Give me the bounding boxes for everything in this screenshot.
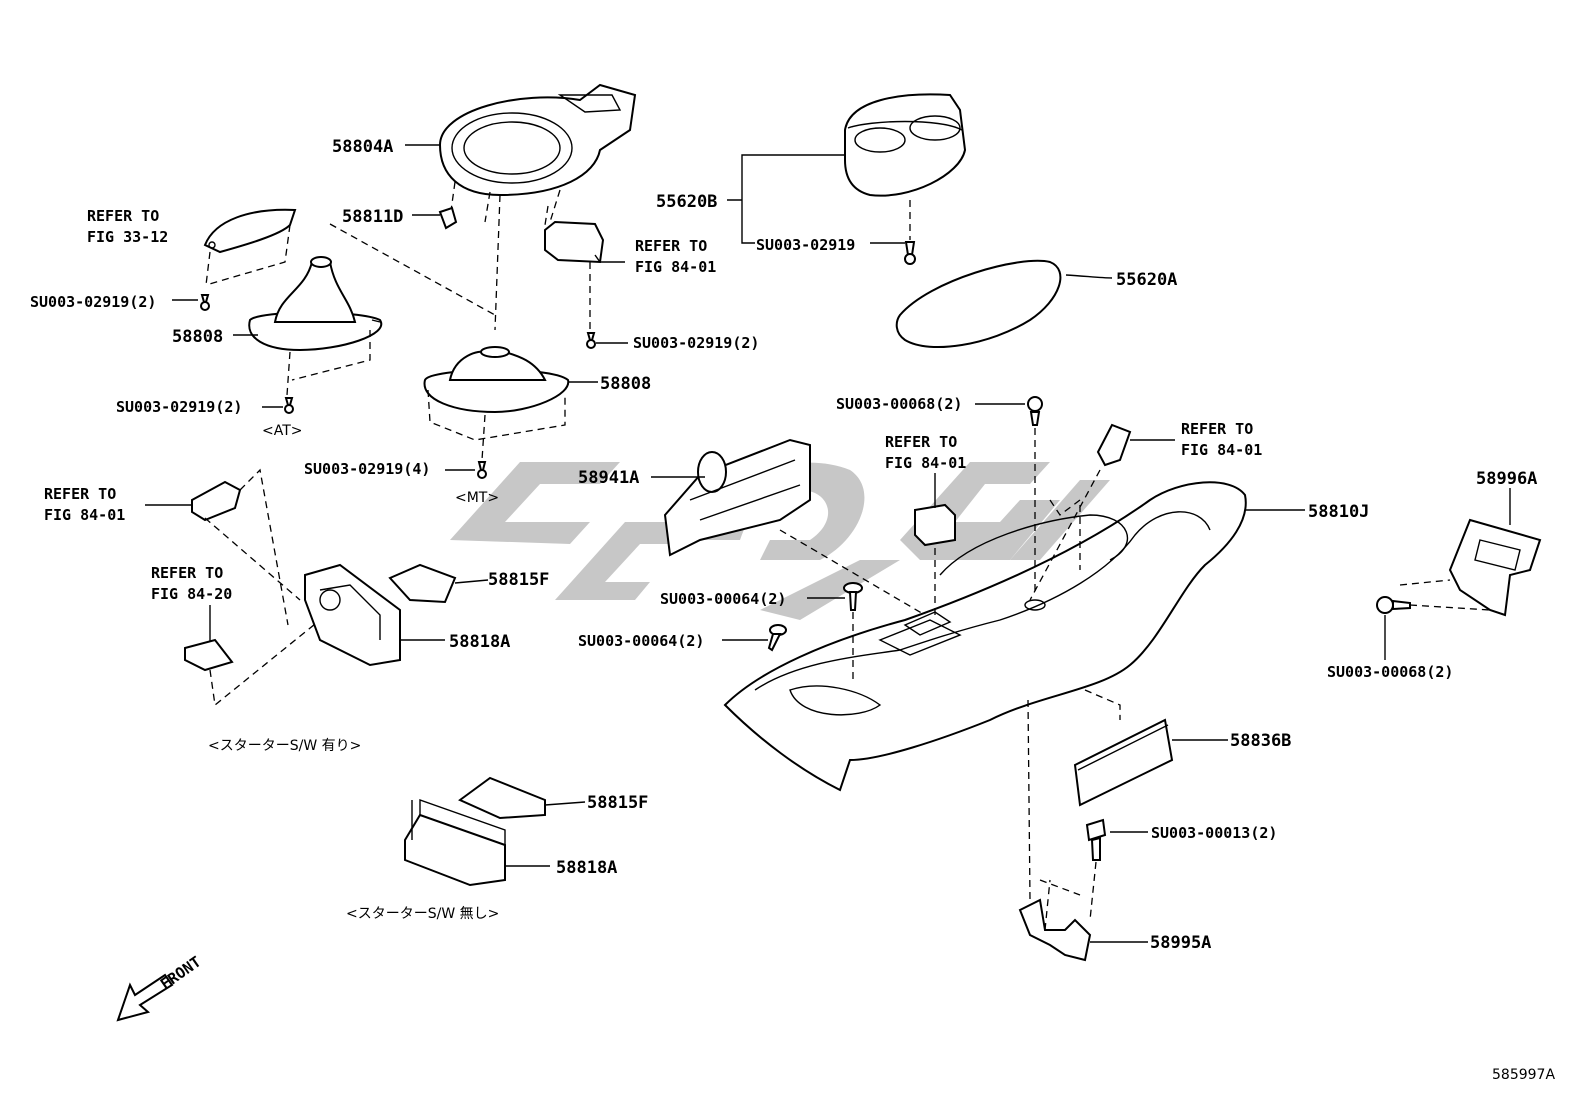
label-58941A: 58941A	[578, 468, 639, 488]
ref4-line2: FIG 84-01	[1181, 441, 1262, 459]
label-58996A: 58996A	[1476, 469, 1537, 489]
cupholder-55620B	[844, 93, 967, 265]
ref4-line1: REFER TO	[1181, 420, 1253, 438]
ref5-line2: FIG 84-20	[151, 585, 232, 603]
switch-fig-84-20	[184, 638, 234, 672]
label-58810J: 58810J	[1308, 502, 1369, 522]
label-55620B: 55620B	[656, 192, 717, 212]
switch-fig-84-01-b	[191, 480, 242, 522]
ref3-line2: FIG 84-01	[885, 454, 966, 472]
ref6-line1: REFER TO	[44, 485, 116, 503]
ref6-line2: FIG 84-01	[44, 506, 125, 524]
variant-at: <AT>	[262, 423, 303, 439]
label-55620A: 55620A	[1116, 270, 1177, 290]
panel-fig-33-12	[203, 208, 297, 254]
label-fastener-f2: SU003-02919	[756, 236, 855, 254]
bracket-58818A-a	[304, 563, 401, 667]
front-arrow-icon	[116, 973, 174, 1022]
label-58815F-b: 58815F	[587, 793, 648, 813]
bracket-58818A-b	[404, 799, 506, 887]
ref3-line1: REFER TO	[885, 433, 957, 451]
label-58811D: 58811D	[342, 207, 403, 227]
label-58995A: 58995A	[1150, 933, 1211, 953]
label-fastener-f1: SU003-02919(2)	[30, 293, 156, 311]
bezel-58804A	[438, 83, 637, 331]
ref2-line1: REFER TO	[635, 237, 707, 255]
bolt-00068-right	[1376, 579, 1491, 614]
bracket-58996A	[1448, 518, 1542, 617]
screw-00064-b	[767, 624, 787, 652]
label-fastener-f8: SU003-00064(2)	[578, 632, 704, 650]
pad-58836B	[1073, 718, 1174, 807]
variant-mt: <MT>	[455, 490, 499, 506]
clip-58811D	[438, 206, 458, 230]
figure-id: 585997A	[1492, 1067, 1555, 1083]
ref5-line1: REFER TO	[151, 564, 223, 582]
label-fastener-f5: SU003-02919(4)	[304, 460, 430, 478]
duct-58941A	[663, 438, 811, 557]
pad-58815F-a	[388, 563, 457, 604]
variant-starter-with: <スターターS/W 有り>	[208, 738, 361, 754]
front-label: FRONT	[157, 953, 204, 994]
label-fastener-f10: SU003-00013(2)	[1151, 824, 1277, 842]
label-fastener-f6: SU003-00068(2)	[836, 395, 962, 413]
bolt-00013	[1085, 818, 1107, 921]
label-fastener-f4: SU003-02919(2)	[633, 334, 759, 352]
label-fastener-f7: SU003-00064(2)	[660, 590, 786, 608]
ref1-line1: REFER TO	[87, 207, 159, 225]
shift-boot-at-58808	[248, 256, 383, 414]
shift-boot-mt-58808	[423, 346, 570, 479]
plug-fig-84-01	[1096, 423, 1132, 467]
label-58808-mt: 58808	[600, 374, 651, 394]
label-58815F-a: 58815F	[488, 570, 549, 590]
leader-lines	[145, 144, 1511, 943]
screw-00064-a	[843, 582, 863, 680]
ref1-line2: FIG 33-12	[87, 228, 168, 246]
pad-58815F-b	[458, 776, 546, 820]
switch-fig-84-01-a	[544, 220, 605, 264]
screw-00068-top	[1027, 396, 1043, 595]
label-58804A: 58804A	[332, 137, 393, 157]
label-fastener-f3: SU003-02919(2)	[116, 398, 242, 416]
label-58818A-b: 58818A	[556, 858, 617, 878]
label-58836B: 58836B	[1230, 731, 1291, 751]
switch-fig-84-01-c	[914, 503, 956, 547]
mat-55620A	[895, 259, 1062, 349]
console-58810J	[723, 481, 1247, 792]
ref2-line2: FIG 84-01	[635, 258, 716, 276]
bracket-58995A	[1018, 898, 1092, 962]
label-58818A-a: 58818A	[449, 632, 510, 652]
variant-starter-without: <スターターS/W 無し>	[346, 906, 499, 922]
label-fastener-f9: SU003-00068(2)	[1327, 663, 1453, 681]
label-58808-at: 58808	[172, 327, 223, 347]
